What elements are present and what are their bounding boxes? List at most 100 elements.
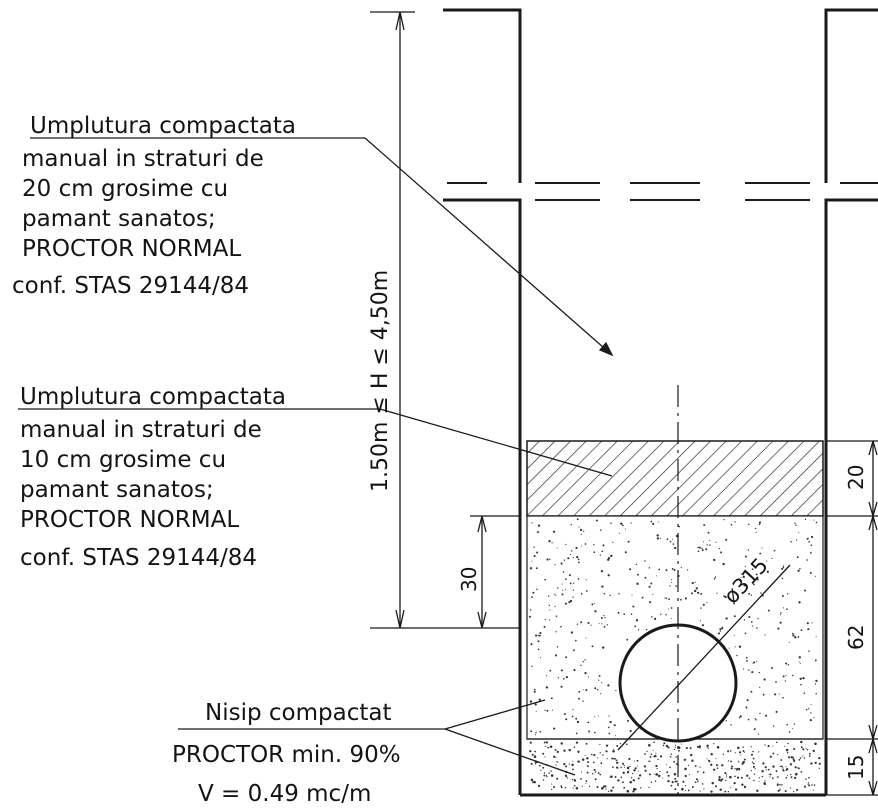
sand-grain [557,761,559,763]
sand-grain [725,720,727,722]
sand-grain [742,746,744,748]
sand-grain [615,766,618,769]
sand-grain [772,752,775,755]
sand-grain [750,621,753,623]
sand-grain [794,522,796,524]
sand-grain [602,754,604,756]
sand-grain [782,768,785,771]
sand-grain [800,746,803,749]
sand-grain [613,748,615,750]
sand-grain [543,772,546,774]
sand-grain [802,677,805,680]
sand-grain [785,748,789,752]
sand-grain [752,583,755,586]
sand-grain [730,724,732,726]
sand-grain [697,550,700,553]
sand-grain [787,774,789,776]
sand-grain [779,614,782,616]
sand-grain [814,575,816,577]
sand-grain [756,789,759,792]
sand-grain [587,676,589,678]
sand-grain [551,709,553,711]
sand-grain [537,634,540,637]
sand-grain [537,784,541,788]
sand-grain [656,575,658,577]
sand-grain [580,778,582,780]
sand-grain [545,741,549,744]
sand-grain [569,599,573,603]
diameter-leader [617,564,791,751]
cover-dimension-label: 30 [457,567,481,592]
sand-grain [713,558,716,562]
sand-grain [684,597,688,600]
sand-grain [781,567,784,570]
sand-grain [702,603,705,606]
sand-grain [568,748,571,752]
sand-grain [654,754,657,758]
sand-grain [734,521,736,523]
sand-grain [700,592,703,595]
sand-grain [581,758,585,761]
sand-grain [734,775,736,778]
sand-grain [799,677,802,680]
sand-grain [670,753,673,755]
sand-grain [531,665,533,667]
sand-grain [723,518,725,521]
sand-grain [601,623,603,625]
sand-grain [542,779,545,781]
sand-grain [574,639,577,642]
sand-grain [572,589,575,591]
sand-grain [808,752,811,755]
sand-grain [811,784,813,786]
sand-grain [684,784,687,787]
sand-grain [694,589,697,593]
sand-grain [768,773,770,775]
sand-grain [580,664,582,667]
sand-grain [534,762,537,765]
sand-grain [587,761,590,764]
sand-grain [758,523,761,526]
sand-grain [605,750,607,752]
sand-grain [798,656,801,659]
sand-grain [751,625,754,627]
sand-grain [610,775,613,778]
sand-grain [629,765,631,768]
sand-grain [632,779,635,782]
sand-grain [560,625,562,628]
sand-grain [540,769,542,771]
sand-grain [809,572,812,574]
sand-grain [547,746,550,749]
sand-grain [673,760,676,763]
sand-grain [764,766,767,769]
sand-grain [563,559,566,561]
sand-grain [601,682,603,684]
sand-grain [570,550,573,552]
lower-fill-note-line-5: PROCTOR NORMAL [20,507,239,533]
sand-grain [577,558,580,561]
sand-grain [581,771,583,773]
sand-grain [771,667,773,669]
sand-grain [808,755,811,757]
sand-grain [666,764,668,766]
sand-grain [623,767,625,769]
sand-grain [756,627,758,629]
sand-grain [584,543,587,545]
sand-grain [786,608,788,611]
sand-grain [784,789,787,793]
sand-grain [674,746,676,748]
sand-grain [635,563,638,566]
sand-grain [810,712,812,714]
sand-grain [818,762,821,765]
sand-grain [672,543,675,545]
sand-grain [699,766,701,768]
sand-grain [656,537,660,540]
sand-grain [772,725,775,727]
sand-grain [565,775,568,778]
sand-grain [605,744,609,747]
sand-grain [611,757,614,760]
sand-grain [627,540,630,543]
sand-grain [684,790,687,792]
sand-grain [691,759,694,762]
sand-grain [745,706,748,709]
sand-grain [751,671,754,674]
